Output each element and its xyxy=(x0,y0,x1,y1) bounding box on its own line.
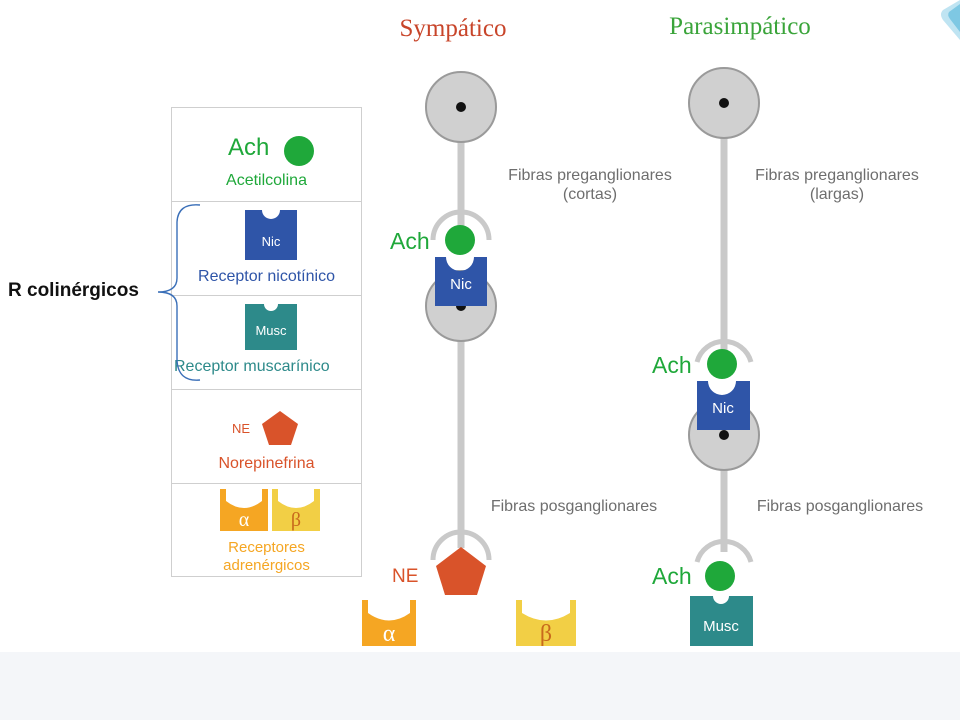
sympathetic-norepinephrine-icon xyxy=(436,547,486,595)
parasympathetic-acetylcholine-icon xyxy=(707,349,737,379)
parasympathetic-target-terminal xyxy=(694,538,754,563)
parasympathetic-pre-fibers-line1: Fibras preganglionares xyxy=(755,167,919,184)
acetylcholine-icon xyxy=(284,136,314,166)
legend-beta-symbol: β xyxy=(291,509,301,531)
parasympathetic-nic-label: Nic xyxy=(712,400,734,417)
sympathetic-ach-label: Ach xyxy=(390,228,430,254)
legend-divider xyxy=(172,201,361,202)
parasympathetic-target-ach-label: Ach xyxy=(652,563,692,589)
legend-adrenergic-line1: Receptores xyxy=(228,539,305,556)
legend-divider xyxy=(172,295,361,296)
legend-divider xyxy=(172,389,361,390)
legend-adrenergic-line2: adrenérgicos xyxy=(223,557,310,574)
parasympathetic-post-fibers-label: Fibras posganglionares xyxy=(757,498,923,515)
parasympathetic-target-acetylcholine-icon xyxy=(705,561,735,591)
norepinephrine-icon xyxy=(262,411,298,445)
parasympathetic-muscarinic-receptor-icon: Musc xyxy=(690,596,753,646)
legend-alpha-symbol: α xyxy=(239,509,250,531)
beta-receptor-icon: β xyxy=(272,489,320,531)
alpha-receptor-icon: α xyxy=(220,489,268,531)
legend-divider xyxy=(172,483,361,484)
sympathetic-synapse-terminal xyxy=(430,209,492,241)
sympathetic-nic-label: Nic xyxy=(450,276,472,293)
parasympathetic-preganglionic-neuron-body xyxy=(688,67,760,139)
parasympathetic-nicotinic-receptor-icon: Nic xyxy=(697,381,750,430)
footer-band xyxy=(0,652,960,720)
legend-musc-symbol: Musc xyxy=(255,323,287,338)
cholinergic-bracket xyxy=(157,204,201,381)
nicotinic-receptor-icon: Nic xyxy=(245,210,297,260)
legend-ne-name: Norepinefrina xyxy=(218,455,315,472)
legend-panel: Ach Acetilcolina Nic Receptor nicotínico… xyxy=(171,107,362,577)
legend-nic-symbol: Nic xyxy=(262,234,281,249)
sympathetic-ne-label: NE xyxy=(392,566,418,587)
legend-musc-name: Receptor muscarínico xyxy=(174,358,330,375)
sympathetic-alpha-receptor-icon: α xyxy=(362,600,416,647)
sympathetic-post-fibers-label: Fibras posganglionares xyxy=(491,498,657,515)
parasympathetic-pre-fibers-line2: (largas) xyxy=(810,186,864,203)
parasympathetic-ach-label: Ach xyxy=(652,352,692,378)
sympathetic-beta-receptor-icon: β xyxy=(516,600,576,647)
corner-decoration-icon xyxy=(941,0,960,40)
cholinergic-receptors-label: R colinérgicos xyxy=(8,280,139,301)
sympathetic-nicotinic-receptor-icon: Nic xyxy=(435,257,487,306)
sympathetic-beta-label: β xyxy=(540,621,552,647)
sympathetic-target-terminal xyxy=(430,529,492,561)
sympathetic-title: Sympático xyxy=(400,15,507,42)
parasympathetic-synapse-terminal xyxy=(694,338,754,363)
parasympathetic-musc-label: Musc xyxy=(703,618,739,635)
sympathetic-pre-fibers-line2: (cortas) xyxy=(563,186,617,203)
sympathetic-alpha-label: α xyxy=(383,621,396,647)
parasympathetic-title: Parasimpático xyxy=(669,13,811,40)
sympathetic-pre-fibers-line1: Fibras preganglionares xyxy=(508,167,672,184)
muscarinic-receptor-icon: Musc xyxy=(245,304,297,350)
sympathetic-preganglionic-neuron-body xyxy=(425,71,497,143)
legend-ach-name: Acetilcolina xyxy=(226,172,307,189)
legend-nic-name: Receptor nicotínico xyxy=(198,268,335,285)
legend-ne-symbol: NE xyxy=(232,421,251,436)
legend-ach-symbol: Ach xyxy=(228,134,270,161)
sympathetic-acetylcholine-icon xyxy=(445,225,475,255)
